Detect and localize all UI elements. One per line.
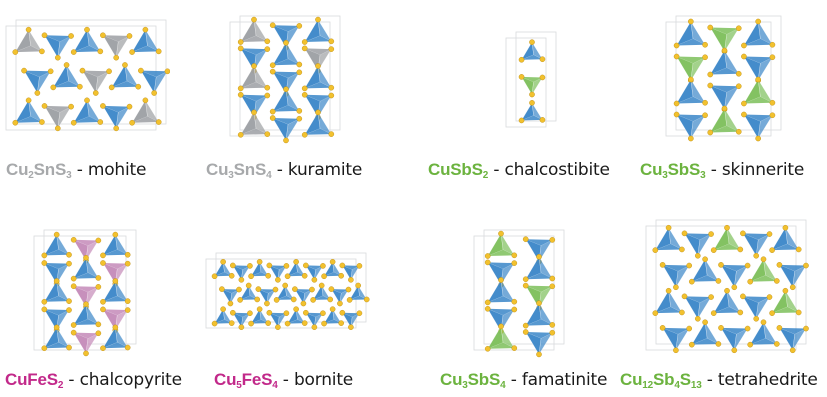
label-separator: - — [71, 160, 88, 180]
mineral-label-skinnerite: Cu3SbS3 - skinnerite — [640, 160, 804, 181]
mineral-name: kuramite — [287, 160, 363, 180]
crystal-structure-famatinite-icon — [473, 229, 565, 358]
mineral-formula: Cu2SnS3 — [6, 160, 72, 181]
tetrahedrite-structure — [640, 212, 810, 362]
label-separator: - — [705, 160, 722, 180]
mineral-name: mohite — [87, 160, 147, 180]
chalcostibite-structure — [500, 24, 560, 139]
mineral-name: skinnerite — [721, 160, 805, 180]
mineral-formula: Cu5FeS4 — [214, 370, 278, 391]
mineral-label-bornite: Cu5FeS4 - bornite — [214, 370, 353, 391]
famatinite-structure — [468, 222, 568, 362]
mineral-name: chalcopyrite — [79, 370, 183, 390]
mineral-name: tetrahedrite — [717, 370, 818, 390]
mineral-formula: Cu3SbS3 — [640, 160, 706, 181]
crystal-structure-kuramite-icon — [229, 15, 341, 144]
mineral-formula: Cu12Sb4S13 — [620, 370, 702, 391]
label-separator: - — [488, 160, 505, 180]
mineral-label-chalcopyrite: CuFeS2 - chalcopyrite — [5, 370, 182, 391]
label-separator: - — [701, 370, 718, 390]
label-separator: - — [505, 370, 522, 390]
mineral-label-famatinite: Cu3SbS4 - famatinite — [440, 370, 607, 391]
crystal-structure-chalcopyrite-icon — [33, 229, 137, 357]
mineral-label-tetrahedrite: Cu12Sb4S13 - tetrahedrite — [620, 370, 818, 391]
label-separator: - — [63, 370, 80, 390]
mineral-label-kuramite: Cu3SnS4 - kuramite — [206, 160, 362, 181]
label-separator: - — [277, 370, 294, 390]
mineral-name: chalcostibite — [504, 160, 610, 180]
mohite-structure — [0, 12, 170, 142]
crystal-structure-chalcostibite-icon — [505, 31, 557, 128]
crystal-structure-skinnerite-icon — [665, 15, 782, 142]
label-separator: - — [271, 160, 288, 180]
chalcopyrite-structure — [28, 222, 140, 362]
mineral-label-chalcostibite: CuSbS2 - chalcostibite — [428, 160, 610, 181]
crystal-structure-bornite-icon — [205, 252, 370, 330]
mineral-formula: CuFeS2 — [5, 370, 64, 391]
mineral-formula: CuSbS2 — [428, 160, 489, 181]
crystal-structure-tetrahedrite-icon — [645, 219, 809, 354]
mineral-formula: Cu3SbS4 — [440, 370, 506, 391]
crystal-structure-mohite-icon — [5, 19, 170, 132]
mineral-name: bornite — [293, 370, 354, 390]
mineral-label-mohite: Cu2SnS3 - mohite — [6, 160, 146, 181]
skinnerite-structure — [660, 8, 785, 148]
kuramite-structure — [224, 8, 344, 148]
mineral-formula: Cu3SnS4 — [206, 160, 272, 181]
bornite-structure — [200, 245, 370, 340]
mineral-name: famatinite — [521, 370, 608, 390]
